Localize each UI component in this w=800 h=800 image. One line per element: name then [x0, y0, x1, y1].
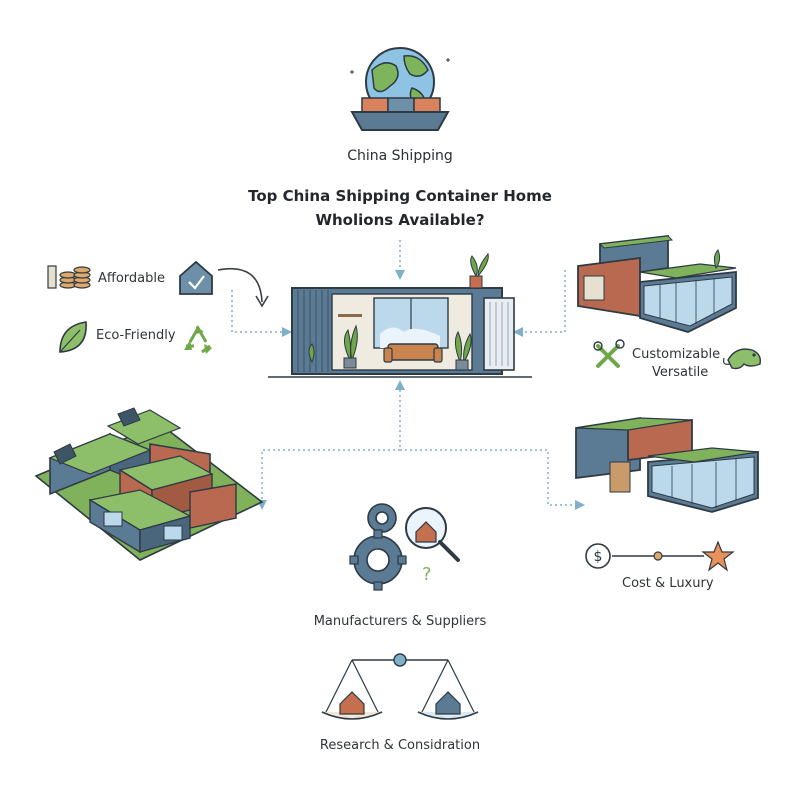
label-manufacturers: Manufacturers & Suppliers	[313, 614, 487, 629]
label-versatile: Versatile	[652, 365, 709, 380]
label-customizable: Customizable	[632, 347, 721, 362]
curved-arrow	[217, 268, 263, 303]
label-research: Research & Considration	[319, 738, 481, 753]
label-eco-friendly: Eco-Friendly	[96, 328, 176, 343]
page-title-line1: Top China Shipping Container Home	[248, 187, 552, 205]
svg-text:$: $	[594, 549, 603, 565]
label-affordable: Affordable	[98, 271, 165, 286]
svg-text:?: ?	[422, 564, 432, 585]
subtitle: China Shipping	[347, 148, 453, 164]
label-cost-luxury: Cost & Luxury	[622, 576, 714, 591]
page-title-line2: Wholions Available?	[315, 211, 485, 229]
